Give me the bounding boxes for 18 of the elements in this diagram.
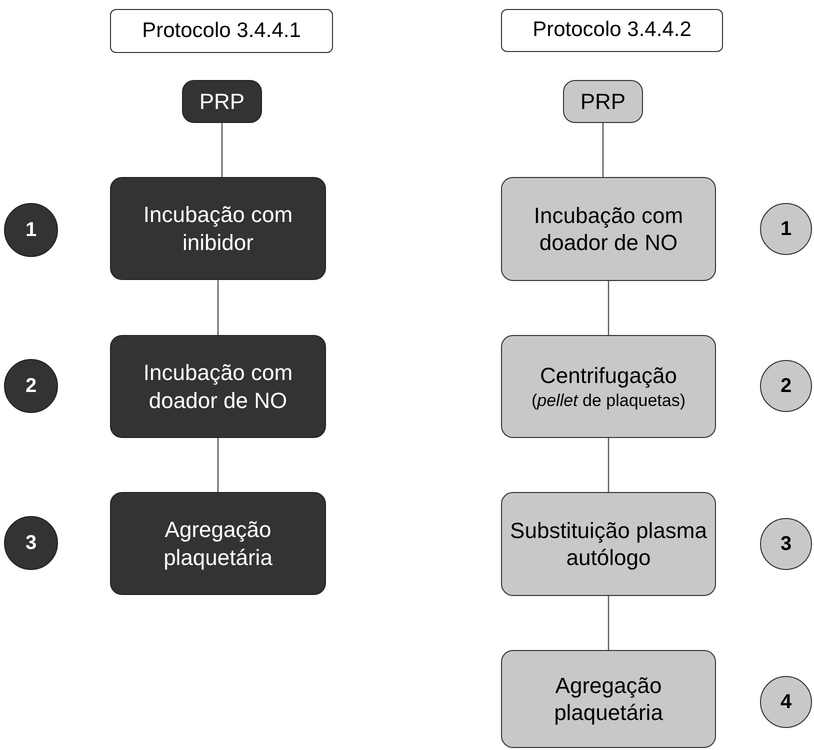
connector-line	[217, 438, 219, 492]
protocol-title-box: Protocolo 3.4.4.2	[501, 9, 723, 52]
process-box: PRP	[182, 80, 262, 123]
process-box: Incubação com doador de NO	[501, 177, 716, 281]
connector-line	[608, 596, 610, 650]
connector-line	[608, 438, 610, 492]
process-box: Centrifugação (pellet de plaquetas)	[501, 335, 716, 438]
connector-line	[217, 280, 219, 335]
process-box: Agregação plaquetária	[501, 650, 716, 748]
process-box: PRP	[563, 80, 643, 123]
connector-line	[608, 281, 610, 335]
connector-line	[602, 123, 604, 177]
process-box: Substituição plasma autólogo	[501, 492, 716, 596]
process-box: Agregação plaquetária	[110, 492, 326, 595]
process-box: Incubação com doador de NO	[110, 335, 326, 438]
process-box: Incubação com inibidor	[110, 177, 326, 280]
protocol-title-box: Protocolo 3.4.4.1	[110, 9, 333, 53]
connector-line	[221, 123, 223, 177]
